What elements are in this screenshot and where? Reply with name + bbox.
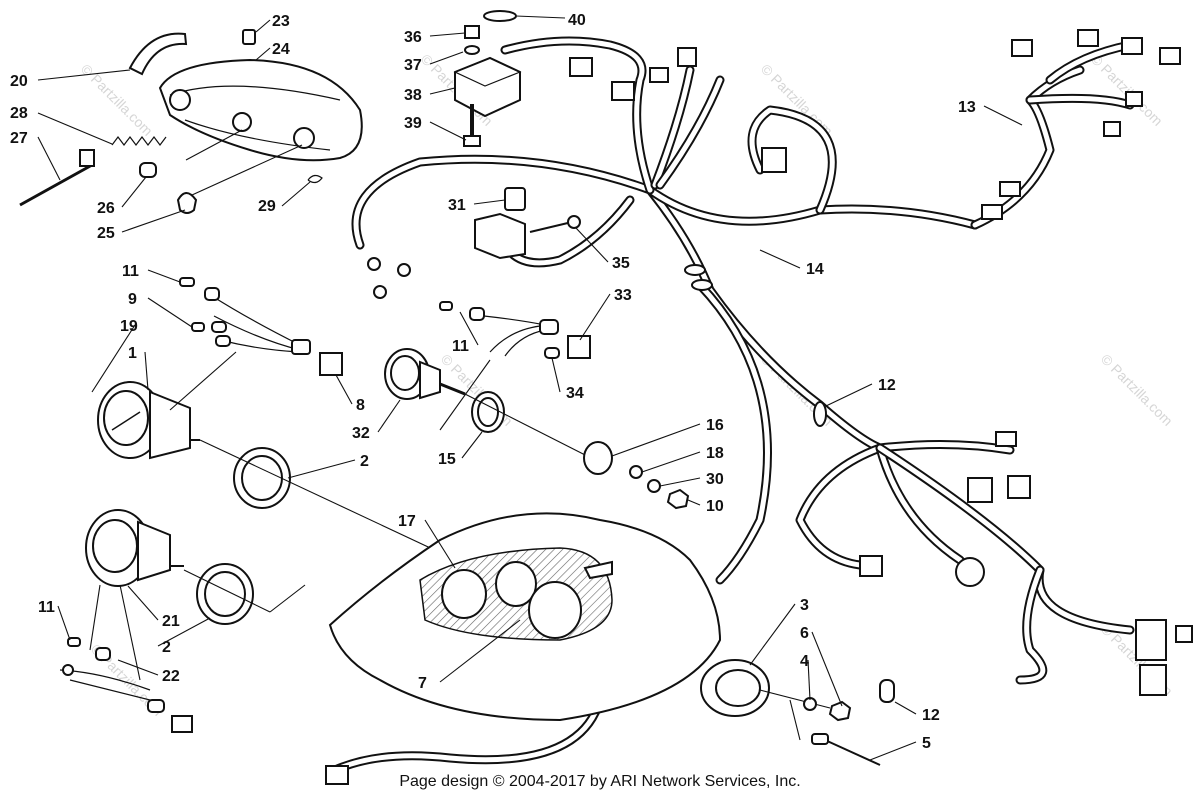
callout-4: 4 bbox=[800, 653, 809, 670]
watermark: © Partzilla.com bbox=[78, 61, 156, 139]
dash-panel bbox=[328, 512, 722, 722]
callout-9: 9 bbox=[128, 291, 137, 308]
callout-13: 13 bbox=[958, 99, 976, 116]
callout-8: 8 bbox=[356, 397, 365, 414]
callout-11-mid: 11 bbox=[452, 338, 469, 355]
headlight-assembly bbox=[19, 29, 363, 214]
callout-6: 6 bbox=[800, 625, 809, 642]
watermark: © Partzilla.com bbox=[1098, 351, 1176, 429]
callout-39: 39 bbox=[404, 115, 422, 132]
speedo-drive-assembly bbox=[700, 659, 881, 766]
copyright-footer: Page design © 2004-2017 by ARI Network S… bbox=[399, 773, 801, 790]
fuse-relay-assembly bbox=[474, 187, 581, 260]
callout-3: 3 bbox=[800, 597, 809, 614]
callout-22: 22 bbox=[162, 668, 180, 685]
watermark: © Partzilla.com bbox=[1088, 51, 1166, 129]
callout-31: 31 bbox=[448, 197, 466, 214]
callout-32: 32 bbox=[352, 425, 370, 442]
regulator-assembly bbox=[453, 10, 522, 147]
callout-20: 20 bbox=[10, 73, 28, 90]
callout-19: 19 bbox=[120, 318, 138, 335]
callout-5: 5 bbox=[922, 735, 931, 752]
callout-11-low: 11 bbox=[38, 599, 55, 616]
callout-2-low: 2 bbox=[162, 639, 171, 656]
callout-36: 36 bbox=[404, 29, 422, 46]
callout-29: 29 bbox=[258, 198, 276, 215]
callout-37: 37 bbox=[404, 57, 422, 74]
callout-14: 14 bbox=[806, 261, 824, 278]
callout-labels: 20 28 27 23 24 26 25 29 36 40 37 38 39 3… bbox=[10, 12, 976, 752]
callout-10: 10 bbox=[706, 498, 724, 515]
main-wiring-harness bbox=[325, 29, 1193, 785]
callout-7: 7 bbox=[418, 675, 427, 692]
callout-17: 17 bbox=[398, 513, 416, 530]
callout-40: 40 bbox=[568, 12, 586, 29]
callout-26: 26 bbox=[97, 200, 115, 217]
callout-15: 15 bbox=[438, 451, 456, 468]
gauge-tachometer bbox=[97, 277, 521, 591]
gauge-small-center bbox=[384, 301, 690, 510]
callout-35: 35 bbox=[612, 255, 630, 272]
callout-23: 23 bbox=[272, 13, 290, 30]
callout-11-top: 11 bbox=[122, 263, 139, 280]
callout-12-low: 12 bbox=[922, 707, 940, 724]
callout-33: 33 bbox=[614, 287, 632, 304]
callout-25: 25 bbox=[97, 225, 115, 242]
callout-2-top: 2 bbox=[360, 453, 369, 470]
callout-24: 24 bbox=[272, 41, 290, 58]
callout-28: 28 bbox=[10, 105, 28, 122]
callout-1: 1 bbox=[128, 345, 137, 362]
callout-18: 18 bbox=[706, 445, 724, 462]
callout-12-top: 12 bbox=[878, 377, 896, 394]
gauge-speedometer bbox=[59, 509, 306, 733]
callout-34: 34 bbox=[566, 385, 584, 402]
callout-27: 27 bbox=[10, 130, 28, 147]
watermark: © Partzilla.com bbox=[758, 61, 836, 139]
callout-38: 38 bbox=[404, 87, 422, 104]
callout-30: 30 bbox=[706, 471, 724, 488]
leader-lines bbox=[37, 15, 1023, 761]
callout-21: 21 bbox=[162, 613, 180, 630]
callout-16: 16 bbox=[706, 417, 724, 434]
